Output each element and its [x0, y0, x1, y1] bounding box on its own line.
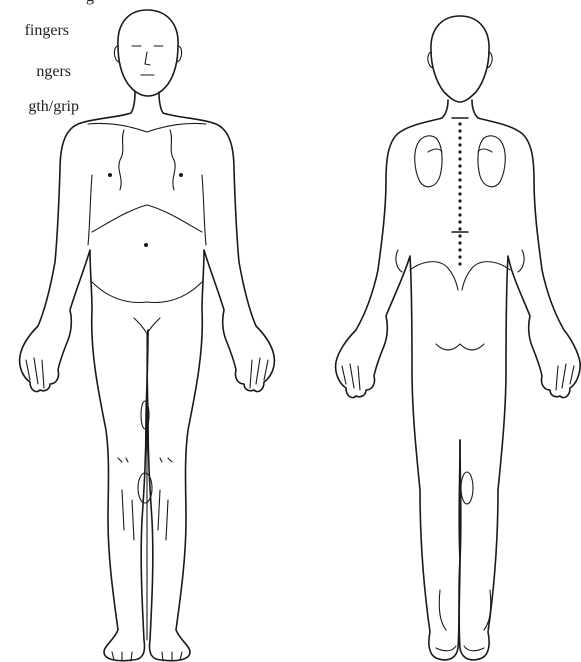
front-body-outline-right: [147, 92, 274, 661]
back-lower-back: [410, 262, 510, 290]
front-inner-arm-right: [202, 175, 206, 245]
front-shin-right: [158, 490, 168, 540]
spine-dot: [458, 248, 461, 251]
back-spine-dots: [458, 122, 461, 265]
spine-dot: [458, 136, 461, 139]
front-nipple-left: [108, 173, 112, 177]
front-view-body: [20, 10, 275, 661]
front-shin-left: [122, 490, 134, 540]
spine-dot: [458, 171, 461, 174]
back-scapula-mark-left: [428, 149, 442, 152]
spine-dot: [458, 122, 461, 125]
back-scapula-left: [415, 136, 442, 187]
front-inner-arm-left: [88, 175, 92, 245]
front-body-outline: [20, 92, 148, 661]
front-sternum-right: [170, 130, 175, 190]
spine-dot: [458, 143, 461, 146]
back-view-body: [336, 16, 581, 660]
spine-dot: [458, 129, 461, 132]
back-scapula-right: [478, 136, 505, 187]
spine-dot: [458, 213, 461, 216]
back-scapula-mark-right: [478, 149, 492, 152]
front-clavicle: [88, 123, 206, 132]
front-head: [118, 10, 178, 96]
spine-dot: [458, 206, 461, 209]
spine-dot: [458, 255, 461, 258]
spine-dot: [458, 262, 461, 265]
back-body-outline-right: [459, 100, 580, 660]
back-elbow-left: [396, 250, 402, 272]
back-head: [431, 16, 489, 102]
back-calf-center: [461, 472, 473, 504]
spine-dot: [458, 185, 461, 188]
spine-dot: [458, 220, 461, 223]
front-ribcage: [92, 205, 202, 232]
back-body-outline: [336, 100, 461, 660]
spine-dot: [458, 192, 461, 195]
spine-dot: [458, 199, 461, 202]
front-navel: [144, 243, 148, 247]
spine-dot: [458, 157, 461, 160]
back-elbow-right: [518, 250, 524, 272]
spine-dot: [458, 150, 461, 153]
front-fingers-left: [26, 358, 44, 388]
back-ankles: [439, 590, 491, 630]
front-fingers-right: [250, 358, 268, 388]
front-nose: [145, 52, 150, 65]
back-buttocks: [436, 344, 484, 350]
spine-dot: [458, 241, 461, 244]
front-nipple-right: [179, 173, 183, 177]
spine-dot: [458, 234, 461, 237]
spine-dot: [458, 227, 461, 230]
spine-dot: [458, 164, 461, 167]
spine-dot: [458, 178, 461, 181]
front-sternum-left: [119, 130, 124, 190]
front-waist: [92, 282, 202, 302]
front-groin: [134, 318, 160, 334]
